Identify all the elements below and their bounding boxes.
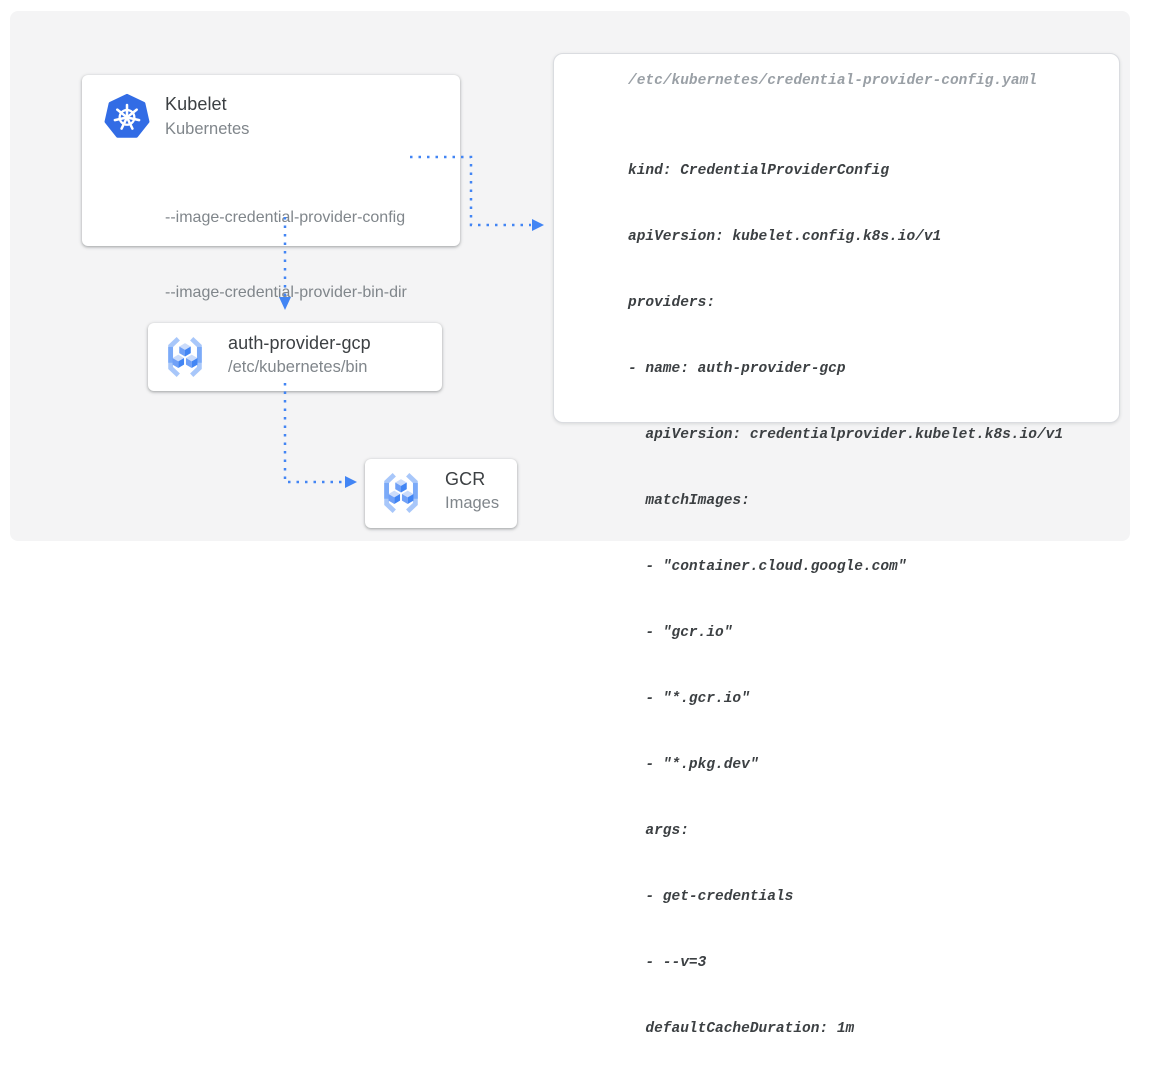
flag-credential-provider-bin-dir: --image-credential-provider-bin-dir: [165, 284, 407, 301]
code-line: providers:: [628, 295, 716, 311]
kubelet-title: Kubelet: [165, 94, 227, 114]
code-line: - "container.cloud.google.com": [628, 559, 907, 575]
code-line: - name: auth-provider-gcp: [628, 361, 846, 377]
gcr-title: GCR: [445, 469, 486, 489]
gcr-subtitle: Images: [445, 494, 500, 512]
code-line: - get-credentials: [628, 889, 794, 905]
code-line: apiVersion: credentialprovider.kubelet.k…: [628, 427, 1064, 443]
config-file-path: /etc/kubernetes/credential-provider-conf…: [628, 73, 1037, 89]
kubernetes-icon: [104, 93, 150, 139]
credential-provider-config-card: /etc/kubernetes/credential-provider-conf…: [553, 53, 1120, 1037]
code-line: args:: [628, 823, 689, 839]
config-yaml-code: kind: CredentialProviderConfig apiVersio…: [628, 116, 1063, 1084]
diagram-canvas: Kubelet Kubernetes --image-credential-pr…: [10, 11, 1130, 1037]
gcr-icon: [162, 334, 208, 380]
code-line: matchImages:: [628, 493, 750, 509]
code-line: - "gcr.io": [628, 625, 733, 641]
auth-provider-gcp-node-card: auth-provider-gcp /etc/kubernetes/bin: [148, 323, 442, 391]
flag-credential-provider-config: --image-credential-provider-config: [165, 209, 406, 226]
code-line: - --v=3: [628, 955, 707, 971]
kubelet-subtitle: Kubernetes: [165, 120, 250, 138]
auth-provider-gcp-title: auth-provider-gcp: [228, 333, 371, 353]
code-line: apiVersion: kubelet.config.k8s.io/v1: [628, 229, 942, 245]
code-line: - "*.gcr.io": [628, 691, 750, 707]
auth-provider-gcp-path: /etc/kubernetes/bin: [228, 358, 368, 376]
gcr-icon: [378, 470, 424, 516]
code-line: - "*.pkg.dev": [628, 757, 759, 773]
code-line: defaultCacheDuration: 1m: [628, 1021, 855, 1037]
kubelet-node-card: Kubelet Kubernetes --image-credential-pr…: [82, 75, 460, 301]
gcr-node-card: GCR Images: [365, 459, 517, 528]
code-line: kind: CredentialProviderConfig: [628, 163, 890, 179]
